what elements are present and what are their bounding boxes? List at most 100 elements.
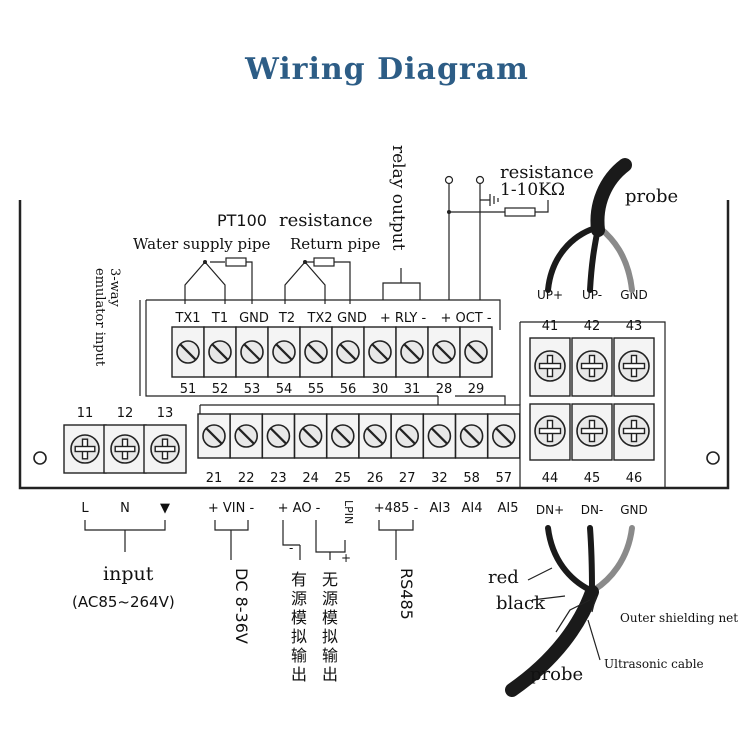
- upper-label-0: TX1: [174, 311, 200, 326]
- power-terminal-12-number: 12: [117, 406, 134, 421]
- power-terminal-13-screw-cross-h: [154, 445, 176, 453]
- probe-dn-terminal-46-screw-cross-h: [622, 427, 646, 435]
- lower-terminal-27-number: 27: [399, 471, 416, 486]
- probe-up-terminal-41-number: 41: [542, 319, 559, 334]
- emulator-input-line1: 3-way: [107, 268, 122, 308]
- upper-terminal-54-number: 54: [276, 382, 293, 397]
- relay-output-bracket: [382, 268, 421, 300]
- upper-label-2: GND: [239, 311, 269, 326]
- power-input-wiring: [84, 520, 166, 552]
- dc-range-label: DC 8-36V: [232, 568, 251, 644]
- return-pipe-label: Return pipe: [290, 235, 380, 253]
- analog-active-char-3: 拟: [291, 627, 307, 646]
- probe-dn-terminal-44-screw-cross-h: [538, 427, 562, 435]
- probe-bottom-cable: [505, 525, 635, 697]
- analog-passive-char-2: 模: [322, 608, 338, 627]
- probe-up-terminal-42-screw-cross-h: [580, 362, 604, 370]
- upper-terminal-28-screw-slot: [435, 343, 453, 361]
- lower-label-3: +485 -: [374, 501, 419, 516]
- analog-active-char-5: 出: [291, 665, 307, 684]
- lower-label-0: + VIN -: [208, 501, 255, 516]
- upper-label-1: T1: [211, 311, 228, 326]
- aux-plus-label: +: [341, 551, 351, 565]
- analog-passive-char-0: 无: [322, 570, 338, 589]
- pt100-label: PT100: [217, 211, 267, 230]
- lower-label-4: AI3: [430, 501, 451, 516]
- analog-passive-char-5: 出: [322, 665, 338, 684]
- upper-terminal-55-screw-slot: [307, 343, 325, 361]
- lower-terminal-25-number: 25: [335, 471, 352, 486]
- analog-active-char-0: 有: [291, 570, 307, 589]
- lower-terminal-22-screw-slot: [237, 427, 255, 445]
- power-terminal-13-number: 13: [157, 406, 174, 421]
- lower-terminal-57-number: 57: [496, 471, 513, 486]
- lower-label-6: AI5: [498, 501, 519, 516]
- mount-hole-right: [706, 451, 720, 465]
- upper-terminal-56-screw-slot: [339, 343, 357, 361]
- resistance-top-label: resistance: [279, 210, 373, 231]
- probe-dn-terminal-46-label: GND: [620, 503, 648, 517]
- power-terminal-13-label: ▼: [160, 501, 170, 516]
- lower-terminal-26-number: 26: [367, 471, 384, 486]
- lower-terminal-22-number: 22: [238, 471, 255, 486]
- power-terminal-12-screw-cross-h: [114, 445, 136, 453]
- probe-up-terminal-42-number: 42: [584, 319, 601, 334]
- lower-terminal-24-screw-slot: [302, 427, 320, 445]
- upper-terminal-51-number: 51: [180, 382, 197, 397]
- upper-terminal-53-screw-slot: [243, 343, 261, 361]
- resistance-right-label: resistance: [500, 162, 594, 183]
- probe-up-terminal-43-screw-cross-h: [622, 362, 646, 370]
- analog-passive-char-3: 拟: [322, 627, 338, 646]
- power-terminal-11-screw-cross-h: [74, 445, 96, 453]
- lower-terminal-23-screw-slot: [269, 427, 287, 445]
- probe-dn-terminal-46-number: 46: [626, 471, 643, 486]
- probe-up-terminal-41-label: UP+: [537, 288, 563, 302]
- upper-terminal-31-number: 31: [404, 382, 421, 397]
- upper-terminal-52-number: 52: [212, 382, 229, 397]
- probe-dn-terminal-44-number: 44: [542, 471, 559, 486]
- mount-hole-left: [33, 451, 47, 465]
- analog-passive-char-1: 源: [322, 589, 338, 608]
- power-terminal-11-number: 11: [77, 406, 94, 421]
- probe-dn-terminal-45-screw-cross-h: [580, 427, 604, 435]
- upper-label-3: T2: [278, 311, 295, 326]
- upper-terminal-56-number: 56: [340, 382, 357, 397]
- lower-terminal-27-screw-slot: [398, 427, 416, 445]
- device-frame: [18, 200, 730, 490]
- probe-dn-terminal-44-label: DN+: [536, 503, 564, 517]
- probe-up-terminal-43-label: GND: [620, 288, 648, 302]
- pt100-supply-sensor: [184, 257, 253, 304]
- upper-block-outline: [145, 299, 501, 397]
- emulator-input-label-2: emulator input: [92, 268, 107, 367]
- diagram-title: Wiring Diagram: [244, 52, 529, 87]
- upper-label-5: GND: [337, 311, 367, 326]
- water-supply-pipe-label: Water supply pipe: [133, 235, 271, 253]
- power-terminal-12-label: N: [120, 501, 130, 516]
- upper-label-7: + OCT -: [440, 311, 491, 326]
- lower-terminal-26-screw-slot: [366, 427, 384, 445]
- probe-up-terminal-41-screw-cross-h: [538, 362, 562, 370]
- lower-terminal-32-number: 32: [431, 471, 448, 486]
- probe-top-label: probe: [625, 186, 678, 207]
- lower-terminal-57-screw-slot: [495, 427, 513, 445]
- upper-terminal-29-screw-slot: [467, 343, 485, 361]
- lower-terminal-21-number: 21: [206, 471, 223, 486]
- probe-dn-terminal-45-label: DN-: [581, 503, 604, 517]
- outer-shielding-net-label: Outer shielding net: [620, 611, 738, 625]
- pt100-return-sensor: [284, 257, 351, 304]
- ao-bracket: [282, 520, 346, 560]
- relay-output-label: relay output: [388, 145, 408, 251]
- lower-label-1: + AO -: [278, 501, 321, 516]
- upper-terminal-55-number: 55: [308, 382, 325, 397]
- upper-terminal-54-screw-slot: [275, 343, 293, 361]
- upper-terminal-30-number: 30: [372, 382, 389, 397]
- analog-active-char-2: 模: [291, 608, 307, 627]
- lower-terminal-58-screw-slot: [463, 427, 481, 445]
